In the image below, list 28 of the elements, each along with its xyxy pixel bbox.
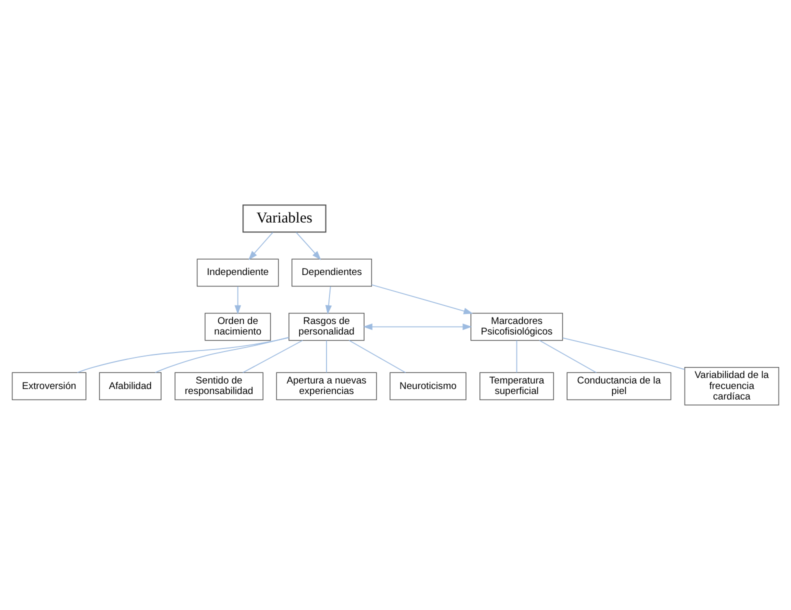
node-box: Temperatura superficial [480, 372, 554, 400]
connector [76, 337, 290, 374]
arrow [248, 232, 274, 260]
connector [242, 340, 304, 374]
node-box: Variabilidad de la frecuencia cardíaca [684, 367, 780, 406]
node-box: Neuroticismo [390, 372, 466, 400]
connector [562, 337, 686, 370]
arrow [363, 324, 472, 330]
node-box: Afabilidad [99, 372, 162, 400]
arrow [325, 286, 332, 315]
arrow [296, 232, 322, 260]
node-box: Independiente [196, 258, 279, 287]
node-box: Conductancia de la piel [566, 372, 672, 400]
node-box: Variables [242, 204, 326, 233]
node-box: Sentido de responsabilidad [174, 372, 264, 400]
connector [348, 340, 406, 374]
node-box: Rasgos de personalidad [288, 312, 364, 341]
arrow [234, 286, 242, 315]
node-box: Extroversión [12, 372, 86, 400]
node-box: Dependientes [292, 258, 372, 287]
connector [154, 336, 290, 374]
connector [326, 340, 327, 374]
node-box: Orden de nacimiento [204, 312, 271, 341]
arrow [371, 284, 474, 314]
connector [538, 340, 597, 374]
node-box: Marcadores Psicofisiológicos [470, 312, 563, 341]
connector [516, 340, 518, 374]
node-box: Apertura a nuevas experiencias [276, 372, 377, 400]
